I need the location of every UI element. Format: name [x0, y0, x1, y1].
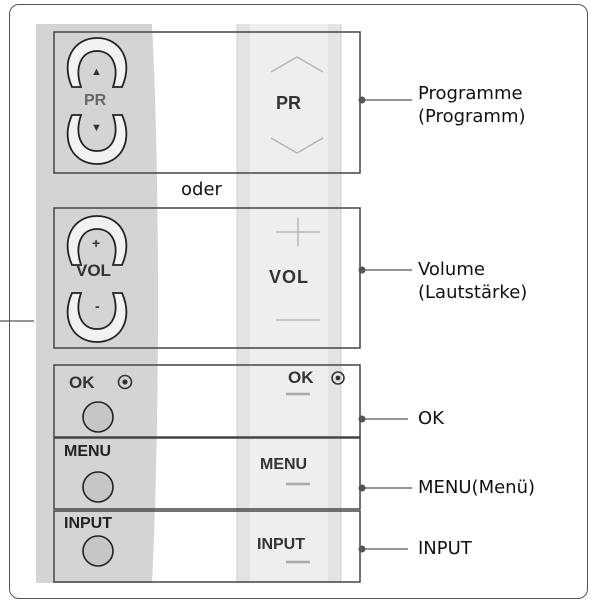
vol-up-rocker-icon — [66, 215, 128, 266]
menu-button-icon — [82, 471, 114, 503]
menu-right-label: MENU — [260, 456, 308, 473]
programme-label: Programme — [418, 83, 523, 104]
ok-callout-label: OK — [418, 408, 444, 429]
vol-right-label: VOL — [269, 267, 310, 287]
pr-right-label: PR — [276, 93, 302, 113]
ok-target-icon — [117, 374, 133, 390]
pr-up-rocker-icon — [66, 37, 128, 88]
outer-frame — [9, 4, 588, 599]
pr-down-rocker-icon — [66, 114, 128, 165]
vol-down-rocker-icon — [66, 292, 128, 343]
programme-label-2: (Programm) — [418, 106, 526, 127]
vol-minus-label: - — [95, 298, 100, 314]
ok-target-right-icon — [331, 371, 345, 385]
input-left-label: INPUT — [64, 515, 112, 532]
volume-label-2: (Lautstärke) — [418, 282, 528, 303]
menu-box — [53, 437, 361, 510]
menu-callout-label: MENU(Menü) — [418, 477, 536, 498]
pr-up-arrow-label: ▲ — [91, 66, 102, 78]
side-panel — [36, 24, 158, 583]
pr-up-chevron-icon — [270, 56, 324, 73]
input-callout-label: INPUT — [418, 538, 472, 559]
input-right-label: INPUT — [257, 536, 305, 553]
oder-text: oder — [181, 179, 222, 200]
ok-box — [53, 364, 361, 438]
ok-right-label: OK — [288, 368, 314, 387]
vol-left-label: VOL — [76, 261, 111, 280]
pr-down-arrow-label: ▼ — [91, 122, 102, 134]
menu-left-label: MENU — [64, 443, 112, 460]
pr-down-chevron-icon — [270, 137, 324, 154]
pr-left-label: PR — [84, 92, 107, 109]
center-column-highlight — [250, 24, 328, 583]
ok-button-icon — [82, 401, 114, 433]
vol-box — [53, 207, 361, 349]
vol-plus-label: + — [92, 235, 101, 251]
input-button-icon — [82, 535, 114, 567]
ok-left-label: OK — [69, 373, 95, 392]
volume-label: Volume — [418, 259, 485, 280]
